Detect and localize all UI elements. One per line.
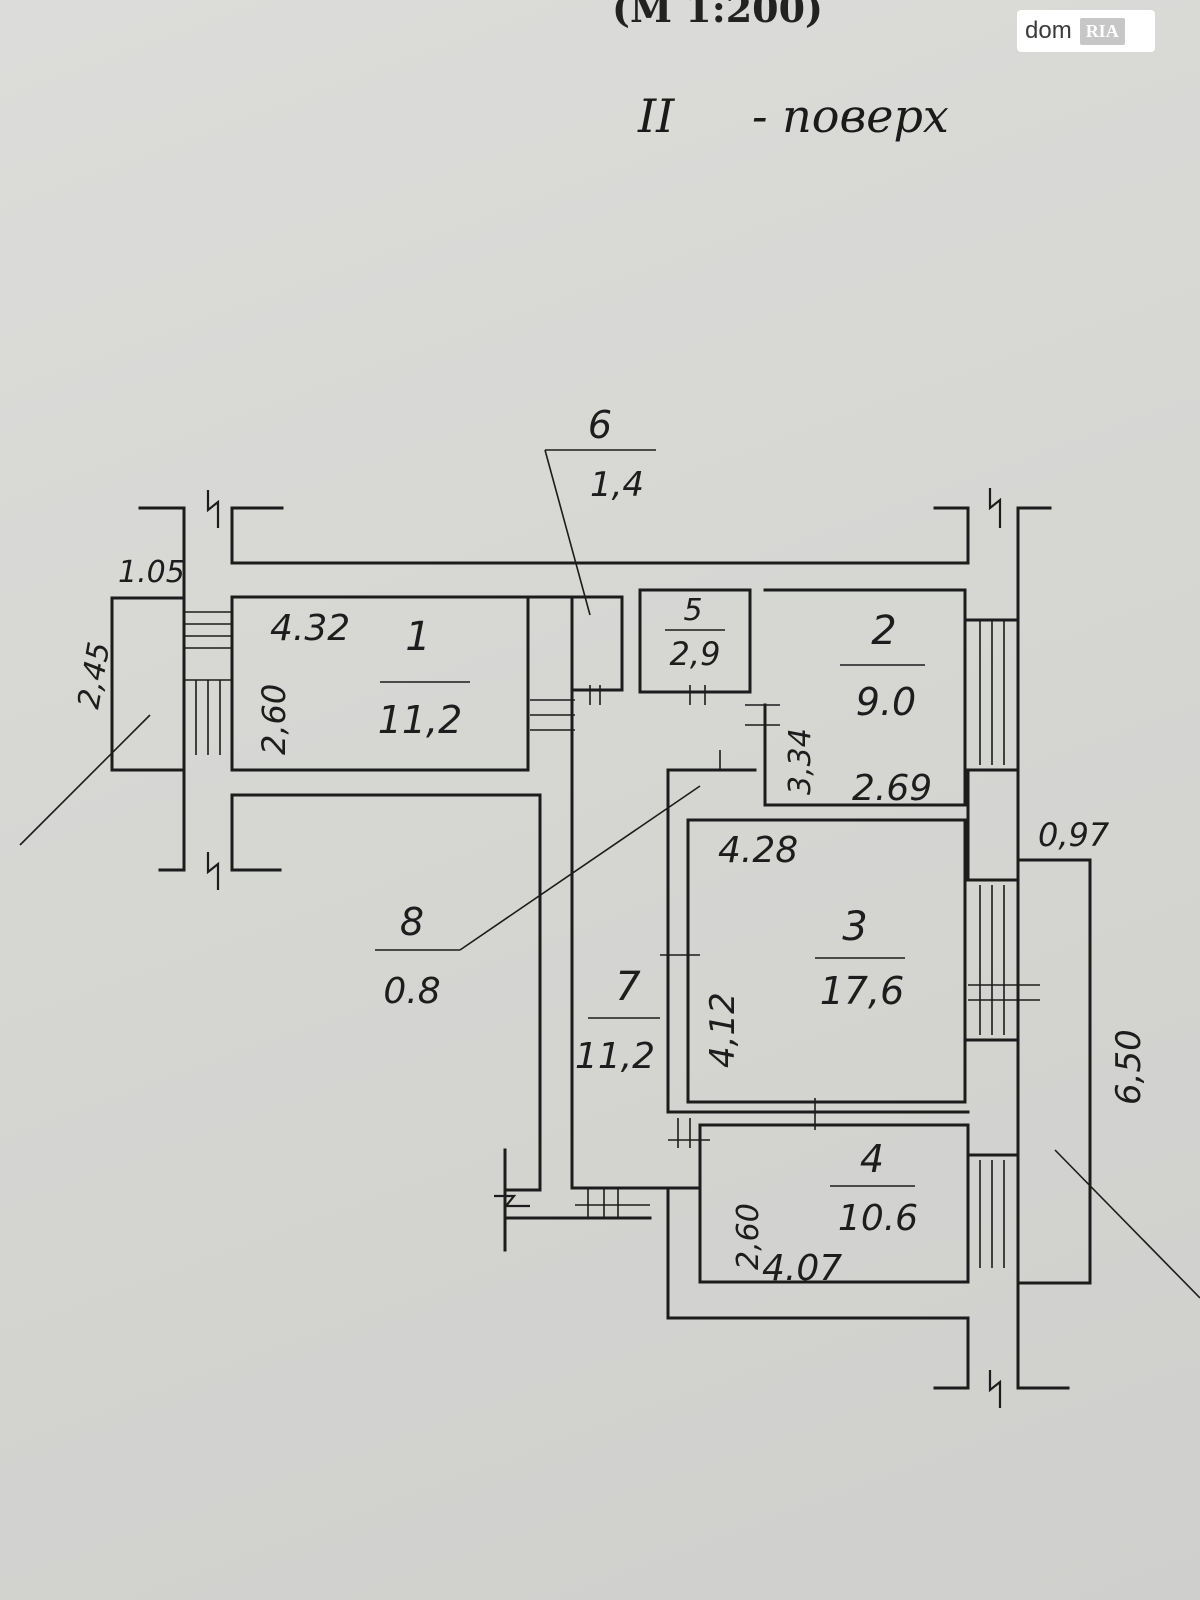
room-2-length: 2.69 (852, 768, 932, 809)
scale-label: (М 1:200) (612, 0, 823, 31)
room-8-number: 8 (400, 900, 424, 944)
room-4-width: 2,60 (731, 1203, 766, 1270)
room-2-area: 9.0 (856, 680, 916, 724)
right-balcony-width: 0,97 (1038, 816, 1110, 854)
window-marks (184, 611, 1040, 1268)
room-7-number: 7 (615, 964, 641, 1010)
room-1-width: 2,60 (255, 684, 293, 755)
walls (138, 488, 1070, 1408)
room-4-number: 4 (860, 1137, 884, 1181)
room-6-area: 1,4 (590, 465, 644, 505)
left-balcony-width: 1.05 (118, 555, 185, 590)
room-8-area: 0.8 (383, 971, 440, 1012)
floor-heading: II - поверх (637, 89, 949, 143)
room-3-length: 4.28 (718, 830, 798, 871)
left-balcony (19, 596, 186, 846)
watermark-dom: dom (1025, 17, 1072, 44)
room-5-number: 5 (683, 593, 702, 628)
floor-numeral: II (637, 89, 675, 143)
room-1-number: 1 (405, 614, 430, 660)
room-1-length: 4.32 (270, 608, 350, 649)
room-7: 7 11,2 (575, 964, 660, 1077)
room-6: 6 1,4 (544, 403, 656, 616)
room-8: 8 0.8 (375, 785, 701, 1012)
room-4: 4 10.6 4.07 2,60 (731, 1137, 918, 1289)
room-3-number: 3 (842, 904, 867, 950)
room-3: 3 17,6 4.28 4,12 (703, 830, 905, 1068)
right-balcony (1016, 858, 1200, 1299)
watermark-ria: RIA (1079, 17, 1125, 45)
room-3-area: 17,6 (820, 969, 905, 1013)
room-6-number: 6 (588, 403, 612, 447)
dom-ria-watermark: dom RIA (1017, 10, 1155, 52)
room-4-length: 4.07 (762, 1248, 842, 1289)
room-2-number: 2 (871, 608, 896, 654)
right-balcony-length: 6,50 (1109, 1029, 1149, 1105)
room-5: 5 2,9 (665, 593, 725, 673)
room-1-area: 11,2 (378, 698, 463, 742)
room-4-area: 10.6 (838, 1198, 918, 1239)
floor-word: - поверх (752, 89, 949, 143)
room-3-width: 4,12 (703, 992, 743, 1068)
room-5-area: 2,9 (670, 635, 721, 673)
room-2: 2 9.0 2.69 3,34 (783, 608, 932, 809)
room-1: 1 11,2 4.32 2,60 (255, 608, 470, 755)
room-2-width: 3,34 (783, 728, 818, 795)
room-7-area: 11,2 (575, 1036, 655, 1077)
